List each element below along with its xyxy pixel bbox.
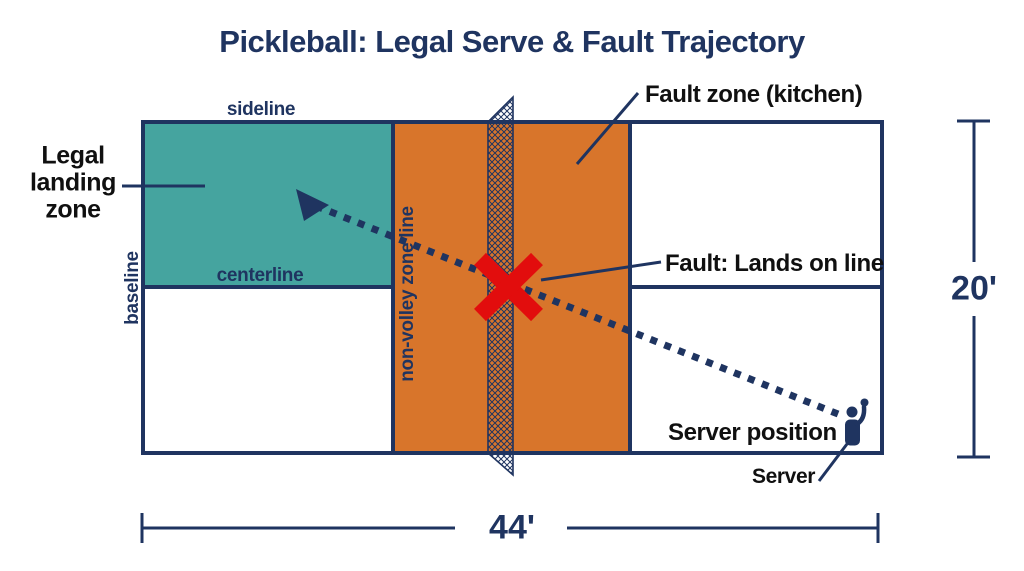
trajectory-arrowhead-icon <box>296 189 329 221</box>
fault-x-icon <box>474 252 543 322</box>
baseline-label: baseline <box>122 251 143 325</box>
page-title: Pickleball: Legal Serve & Fault Trajecto… <box>219 24 805 59</box>
server-player-icon <box>845 398 869 446</box>
centerline-label: centerline <box>216 265 304 286</box>
width-dimension-label: 44' <box>489 508 535 547</box>
fault-zone-leader-line <box>575 92 640 165</box>
width-dimension-line <box>140 513 880 543</box>
server-label: Server <box>752 465 815 488</box>
height-dimension-label: 20' <box>951 269 997 308</box>
legal-landing-zone-line1: Legal <box>41 141 105 170</box>
legal-landing-zone-area <box>143 122 393 287</box>
legal-landing-zone-line2: landing <box>29 168 117 197</box>
legal-landing-zone-line3: zone <box>45 195 101 224</box>
fault-lands-label: Fault: Lands on line <box>665 250 884 277</box>
height-dimension-line <box>957 119 990 459</box>
fault-zone-label: Fault zone (kitchen) <box>645 81 863 108</box>
sideline-label: sideline <box>226 99 296 120</box>
serve-trajectory-line <box>314 202 845 420</box>
server-leader-line <box>817 443 849 482</box>
server-position-label: Server position <box>668 419 837 446</box>
legal-landing-zone-label: Legal landing zone <box>29 141 117 224</box>
non-volley-zone-line-label: non-volley zone line <box>397 206 418 382</box>
fault-lands-leader-line <box>540 260 662 282</box>
